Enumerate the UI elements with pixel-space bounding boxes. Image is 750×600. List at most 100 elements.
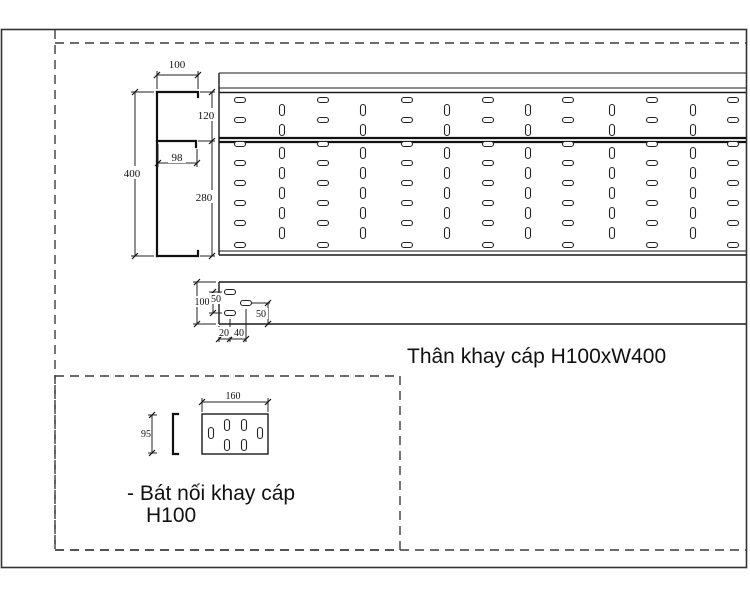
connector-plate-slots bbox=[207, 418, 264, 452]
slot bbox=[443, 206, 451, 220]
section-lip bbox=[155, 139, 198, 149]
slot bbox=[689, 146, 697, 160]
slot bbox=[316, 116, 330, 124]
dim-section-total-height: 400 bbox=[119, 88, 154, 260]
slot bbox=[726, 140, 740, 148]
slot bbox=[524, 103, 532, 117]
slot bbox=[726, 159, 740, 167]
slot bbox=[233, 96, 247, 104]
slot bbox=[359, 166, 367, 180]
slot bbox=[278, 146, 286, 160]
slot bbox=[481, 96, 495, 104]
slot bbox=[481, 116, 495, 124]
dim-label-section-width: 100 bbox=[169, 59, 186, 71]
slot bbox=[645, 140, 659, 148]
slot bbox=[481, 140, 495, 148]
slot bbox=[726, 179, 740, 187]
dim-side-slot-spacing: 50 bbox=[209, 288, 222, 317]
slot bbox=[645, 116, 659, 124]
slot bbox=[233, 199, 247, 207]
slot bbox=[359, 146, 367, 160]
dim-label-side-spacing: 50 bbox=[211, 294, 221, 305]
slot bbox=[400, 199, 414, 207]
slot bbox=[524, 226, 532, 240]
dim-side-offsets: 20 40 bbox=[215, 309, 250, 343]
slot bbox=[524, 146, 532, 160]
slot bbox=[316, 241, 330, 249]
slot bbox=[240, 438, 248, 452]
slot bbox=[400, 179, 414, 187]
slot bbox=[726, 199, 740, 207]
slot bbox=[223, 438, 231, 452]
slot bbox=[561, 116, 575, 124]
dim-label-bracket-height: 95 bbox=[141, 429, 151, 440]
slot bbox=[359, 226, 367, 240]
slot bbox=[726, 96, 740, 104]
slot bbox=[359, 103, 367, 117]
connector-detail-box: 95 160 - Bát nối khay cáp H100 bbox=[54, 375, 401, 551]
slot bbox=[608, 123, 616, 137]
slot bbox=[561, 179, 575, 187]
dim-section-width: 100 bbox=[153, 59, 202, 89]
slot bbox=[645, 241, 659, 249]
slot bbox=[689, 166, 697, 180]
slot bbox=[400, 219, 414, 227]
tray-body-title: Thân khay cáp H100xW400 bbox=[407, 345, 666, 368]
tray-perforation-slots bbox=[233, 96, 740, 249]
dim-side-height: 100 bbox=[192, 278, 216, 328]
slot bbox=[608, 103, 616, 117]
slot bbox=[400, 140, 414, 148]
cross-section-view: 100 400 120 280 98 bbox=[119, 59, 218, 260]
side-strip-outline bbox=[218, 281, 746, 325]
slot bbox=[233, 179, 247, 187]
side-detail-view: 100 50 50 20 40 bbox=[192, 278, 746, 343]
slot bbox=[561, 96, 575, 104]
slot bbox=[726, 116, 740, 124]
dim-section-lower: 280 bbox=[193, 141, 216, 260]
slot bbox=[233, 241, 247, 249]
slot bbox=[645, 199, 659, 207]
slot bbox=[689, 206, 697, 220]
slot bbox=[316, 219, 330, 227]
dim-label-side-edge-offset: 20 bbox=[219, 328, 229, 339]
slot bbox=[316, 179, 330, 187]
dim-label-plate-width: 160 bbox=[226, 391, 241, 402]
slot bbox=[481, 159, 495, 167]
slot bbox=[223, 309, 237, 317]
slot bbox=[316, 159, 330, 167]
slot bbox=[608, 186, 616, 200]
slot bbox=[608, 226, 616, 240]
section-top-flange bbox=[155, 90, 200, 99]
slot bbox=[359, 206, 367, 220]
slot bbox=[233, 140, 247, 148]
tray-plan-view bbox=[218, 72, 746, 256]
section-bottom-flange bbox=[155, 249, 200, 258]
slot bbox=[561, 241, 575, 249]
slot bbox=[443, 103, 451, 117]
slot bbox=[233, 219, 247, 227]
slot bbox=[359, 186, 367, 200]
dim-side-slot-to-bottom: 50 bbox=[252, 299, 272, 328]
slot bbox=[645, 219, 659, 227]
dim-label-side-height: 100 bbox=[195, 297, 210, 308]
slot bbox=[481, 179, 495, 187]
slot bbox=[207, 426, 215, 440]
slot bbox=[278, 103, 286, 117]
slot bbox=[608, 206, 616, 220]
slot bbox=[233, 159, 247, 167]
dim-section-upper: 120 bbox=[195, 88, 218, 145]
slot bbox=[689, 226, 697, 240]
slot bbox=[223, 288, 237, 296]
slot bbox=[645, 96, 659, 104]
slot bbox=[400, 241, 414, 249]
slot bbox=[278, 123, 286, 137]
slot bbox=[400, 96, 414, 104]
sheet-border bbox=[0, 28, 748, 569]
slot bbox=[233, 116, 247, 124]
slot bbox=[443, 186, 451, 200]
slot bbox=[689, 123, 697, 137]
side-view-slots bbox=[223, 288, 253, 317]
slot bbox=[443, 226, 451, 240]
slot bbox=[443, 123, 451, 137]
